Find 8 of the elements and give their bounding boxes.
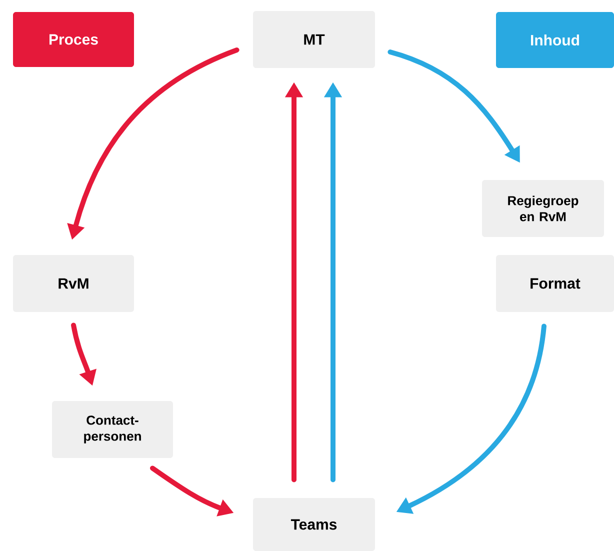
process-box: Teams	[253, 498, 375, 551]
process-box: Format	[496, 255, 614, 312]
process-box: Regiegroep en RvM	[482, 180, 604, 237]
process-box: RvM	[13, 255, 134, 312]
header-box: Inhoud	[496, 12, 614, 68]
header-box: Proces	[13, 12, 134, 67]
process-box: MT	[253, 11, 375, 68]
process-box: Contact- personen	[52, 401, 173, 458]
